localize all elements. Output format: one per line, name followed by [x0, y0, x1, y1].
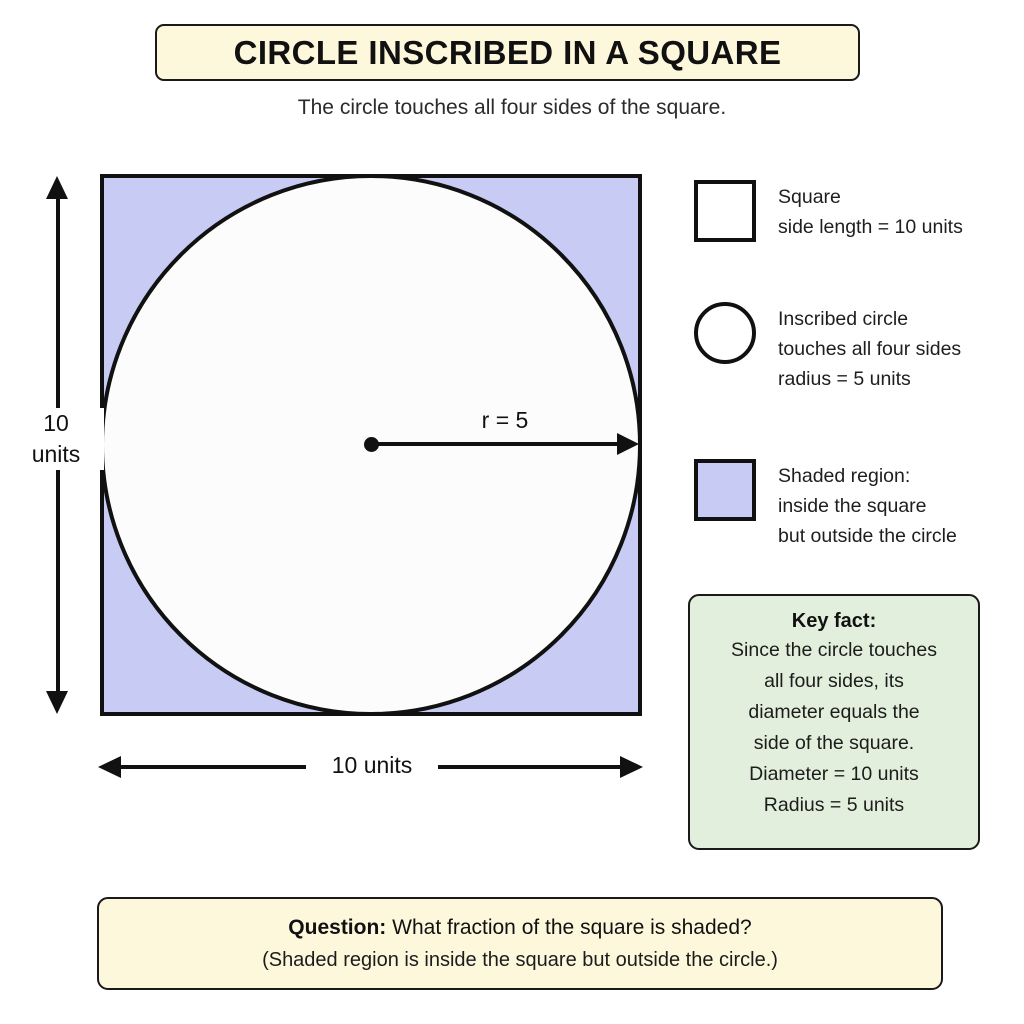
page-title: CIRCLE INSCRIBED IN A SQUARE [233, 33, 782, 71]
vertical-dimension-unit: units [31, 441, 81, 467]
key-fact-title: Key fact: [791, 610, 877, 632]
legend-circle-line2: touches all four sides [778, 338, 962, 360]
legend-shaded-swatch-icon [694, 459, 756, 521]
vertical-dimension-arrowhead-up-icon [46, 176, 68, 199]
title-box: CIRCLE INSCRIBED IN A SQUARE [155, 24, 860, 81]
question-note: (Shaded region is inside the square but … [262, 948, 778, 971]
legend-item-circle: Inscribed circle touches all four sides … [694, 302, 961, 394]
radius-arrow-line [371, 442, 623, 446]
legend-circle-swatch-icon [694, 302, 756, 364]
legend-shaded-line2: inside the square [778, 495, 927, 517]
legend-square-line2: side length = 10 units [778, 216, 963, 238]
vertical-dimension-value: 10 [43, 410, 69, 436]
vertical-dimension-label: 10 units [8, 408, 104, 470]
legend-item-circle-text: Inscribed circle touches all four sides … [778, 302, 961, 394]
legend-shaded-line1: Shaded region: [778, 465, 911, 487]
key-fact-line-6: Radius = 5 units [763, 794, 905, 816]
horizontal-dimension-arrowhead-left-icon [98, 756, 121, 778]
question-label: Question: [288, 915, 393, 939]
horizontal-dimension-line-right [434, 765, 622, 769]
horizontal-dimension-arrowhead-right-icon [620, 756, 643, 778]
question-primary-line: Question: What fraction of the square is… [288, 916, 751, 940]
horizontal-dimension-label: 10 units [306, 752, 438, 779]
horizontal-dimension-line-left [121, 765, 311, 769]
legend-shaded-line3: but outside the circle [778, 525, 957, 547]
radius-arrowhead-icon [617, 433, 639, 455]
page-subtitle: The circle touches all four sides of the… [297, 96, 727, 119]
key-fact-line-1: Since the circle touches [731, 639, 937, 661]
legend-item-shaded-region: Shaded region: inside the square but out… [694, 459, 957, 551]
radius-label: r = 5 [481, 407, 529, 433]
legend-item-square: Square side length = 10 units [694, 180, 963, 242]
legend-square-swatch-icon [694, 180, 756, 242]
legend-circle-line3: radius = 5 units [778, 368, 911, 390]
vertical-dimension-arrowhead-down-icon [46, 691, 68, 714]
key-fact-line-4: side of the square. [753, 732, 915, 754]
legend-circle-line1: Inscribed circle [778, 308, 909, 330]
question-box: Question: What fraction of the square is… [97, 897, 943, 990]
legend-item-shaded-text: Shaded region: inside the square but out… [778, 459, 957, 551]
key-fact-box: Key fact: Since the circle touches all f… [688, 594, 980, 850]
key-fact-line-3: diameter equals the [748, 701, 920, 723]
legend-square-line1: Square [778, 186, 841, 208]
legend-item-square-text: Square side length = 10 units [778, 180, 963, 242]
question-text: What fraction of the square is shaded? [392, 915, 752, 939]
key-fact-line-2: all four sides, its [764, 670, 904, 692]
key-fact-line-5: Diameter = 10 units [749, 763, 919, 785]
